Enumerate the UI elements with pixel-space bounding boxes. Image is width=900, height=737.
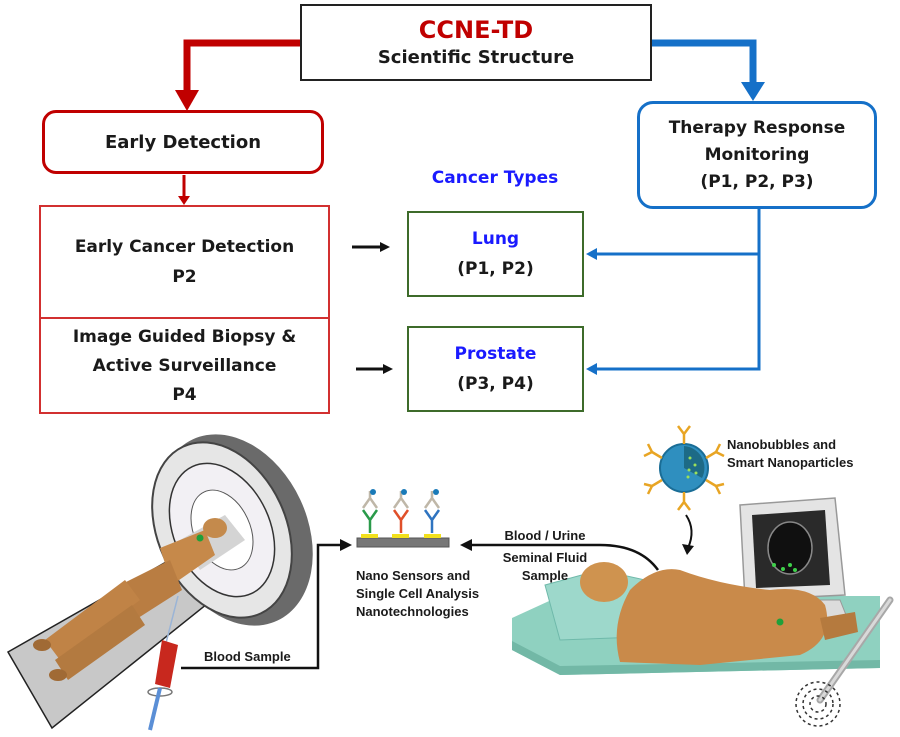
detection-projects-table: Early Cancer Detection P2 Image Guided B… bbox=[39, 205, 330, 414]
nano-sensors-line: Nanotechnologies bbox=[356, 604, 469, 619]
fluid-sample-label: Blood / Urine Seminal Fluid Sample bbox=[490, 527, 600, 585]
project-label: Early Cancer Detection bbox=[74, 237, 295, 257]
target-marker bbox=[776, 618, 784, 626]
syringe-icon bbox=[147, 595, 179, 731]
project-code: P2 bbox=[172, 267, 197, 287]
ultrasound-illustration bbox=[512, 425, 894, 727]
cancer-type-name: Lung bbox=[471, 229, 520, 249]
nano-sensors-line: Nano Sensors and bbox=[356, 568, 471, 583]
blue-branch-arrows bbox=[586, 209, 761, 375]
fluid-sample-line: Sample bbox=[521, 568, 569, 583]
early-detection-box: Early Detection bbox=[42, 110, 324, 174]
cancer-type-projects: (P1, P2) bbox=[457, 259, 534, 279]
ct-scanner-illustration bbox=[6, 434, 313, 731]
nano-sensor-illustration bbox=[356, 489, 450, 548]
nanoparticles-line: Nanobubbles and bbox=[727, 437, 837, 452]
project-label: Image Guided Biopsy & bbox=[72, 327, 297, 347]
cancer-type-prostate: Prostate (P3, P4) bbox=[407, 326, 584, 412]
cancer-type-projects: (P3, P4) bbox=[457, 374, 534, 394]
therapy-response-box: Therapy Response Monitoring (P1, P2, P3) bbox=[637, 101, 877, 209]
nanoparticles-label: Nanobubbles and Smart Nanoparticles bbox=[727, 436, 853, 472]
black-arrow-lung bbox=[352, 242, 390, 252]
title-main: CCNE-TD bbox=[418, 15, 534, 44]
red-connector-arrow bbox=[175, 39, 300, 111]
fluid-sample-connector bbox=[460, 539, 660, 571]
project-code: P4 bbox=[172, 385, 197, 405]
cancer-type-name: Prostate bbox=[454, 344, 537, 364]
black-arrow-prostate bbox=[356, 364, 393, 374]
title-box: CCNE-TD Scientific Structure bbox=[300, 4, 652, 81]
nanoparticle-icon bbox=[643, 425, 725, 511]
cancer-types-heading: Cancer Types bbox=[431, 168, 559, 188]
target-marker bbox=[196, 534, 204, 542]
title-subtitle: Scientific Structure bbox=[377, 46, 575, 68]
nano-sensors-line: Single Cell Analysis bbox=[356, 586, 480, 601]
cancer-type-lung: Lung (P1, P2) bbox=[407, 211, 584, 297]
red-down-arrow bbox=[178, 175, 190, 205]
image-guided-biopsy-cell: Image Guided Biopsy & Active Surveillanc… bbox=[41, 319, 328, 414]
fluid-sample-line: Blood / Urine bbox=[504, 528, 586, 543]
early-detection-label: Early Detection bbox=[104, 131, 262, 153]
blood-sample-connector bbox=[181, 539, 352, 670]
patient-body bbox=[33, 518, 227, 681]
nano-sensors-label: Nano Sensors and Single Cell Analysis Na… bbox=[356, 567, 479, 621]
blood-sample-label: Blood Sample bbox=[204, 649, 291, 664]
therapy-response-line3: (P1, P2, P3) bbox=[700, 171, 814, 192]
blue-connector-arrow bbox=[652, 39, 765, 101]
project-label: Active Surveillance bbox=[92, 356, 277, 376]
therapy-response-line2: Monitoring bbox=[704, 144, 810, 165]
fluid-sample-line: Seminal Fluid bbox=[502, 550, 588, 565]
ultrasound-probe-icon bbox=[795, 596, 894, 727]
nanoparticles-line: Smart Nanoparticles bbox=[727, 455, 854, 470]
patient-body-prone bbox=[580, 562, 858, 665]
therapy-response-line1: Therapy Response bbox=[668, 117, 846, 138]
early-cancer-detection-cell: Early Cancer Detection P2 bbox=[41, 207, 328, 319]
